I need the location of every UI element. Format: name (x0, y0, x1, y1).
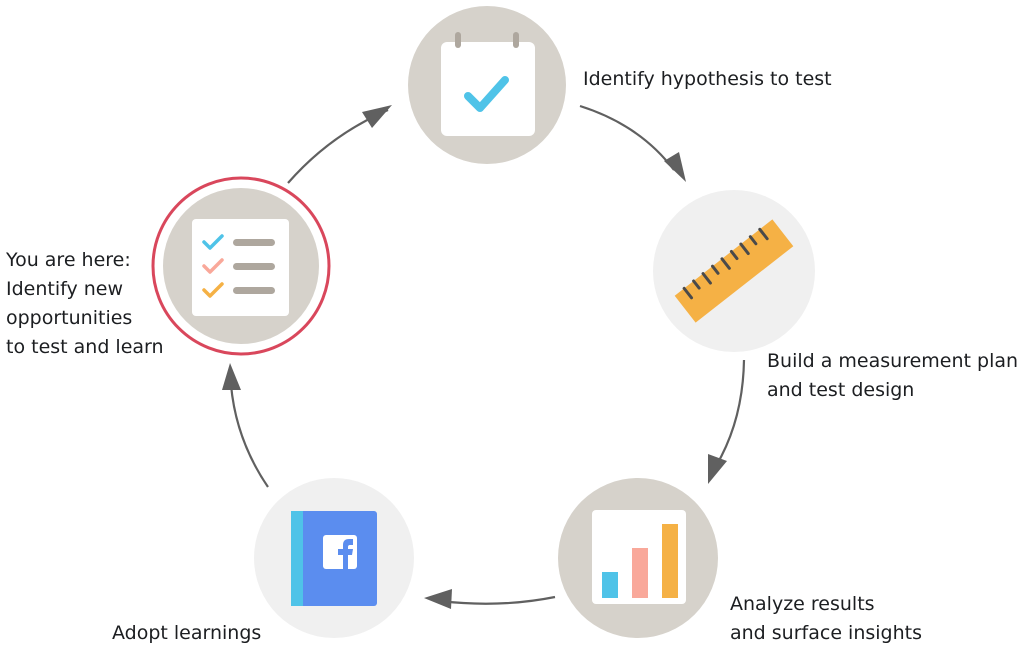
step-4-node (254, 478, 414, 638)
step-5-label-line-1: You are here: (5, 249, 131, 271)
arrow-step1-to-step2 (579, 104, 675, 171)
bar-chart-icon (592, 510, 686, 604)
checklist-icon (192, 219, 289, 316)
cycle-arrows (222, 104, 746, 609)
step-1-label: Identify hypothesis to test (583, 68, 832, 90)
facebook-book-icon (291, 511, 377, 606)
ruler-icon (674, 219, 794, 323)
arrowhead-step3 (708, 454, 727, 484)
step-3-node (558, 478, 718, 638)
step-5-node (151, 176, 331, 356)
step-5-label: You are here: Identify new opportunities… (5, 249, 164, 358)
step-4-label-line-1: Adopt learnings (112, 622, 261, 644)
step-5-label-line-3: opportunities (6, 307, 132, 329)
step-1-label-line-1: Identify hypothesis to test (583, 68, 832, 90)
arrowhead-step1 (362, 105, 392, 128)
calendar-check-icon (441, 32, 535, 136)
step-1-node (408, 6, 566, 164)
step-5-label-line-4: to test and learn (6, 336, 164, 358)
step-5-label-line-2: Identify new (6, 278, 123, 300)
arrowhead-step4 (424, 589, 452, 609)
step-2-label-line-2: and test design (767, 379, 914, 401)
step-3-label: Analyze results and surface insights (730, 593, 922, 644)
step-2-label: Build a measurement plan and test design (767, 350, 1024, 401)
step-2-label-line-1: Build a measurement plan (767, 350, 1018, 372)
step-3-label-line-2: and surface insights (730, 622, 922, 644)
step-2-node (653, 190, 815, 352)
arrowhead-step5 (222, 363, 241, 390)
step-3-label-line-1: Analyze results (730, 593, 875, 615)
arrow-step3-to-step4 (439, 595, 556, 605)
arrow-step4-to-step5 (229, 384, 269, 488)
arrow-step2-to-step3 (715, 359, 746, 467)
step-4-label: Adopt learnings (112, 622, 261, 644)
arrowhead-step2 (664, 152, 686, 182)
